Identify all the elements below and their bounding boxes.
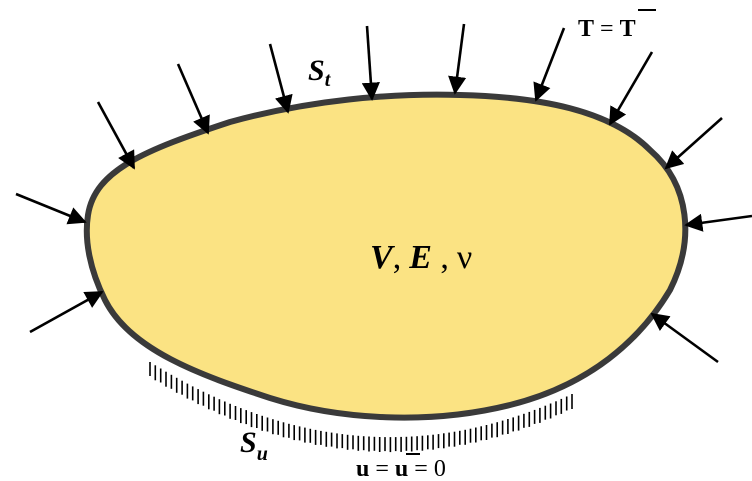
displacement-condition-label: u=u=0: [356, 456, 446, 481]
traction-arrow: [448, 23, 467, 95]
traction-arrow: [664, 117, 723, 170]
fixed-support-hatching: [149, 362, 573, 453]
traction-arrow: [96, 101, 136, 170]
displacement-surface-label: Su: [240, 426, 268, 465]
traction-arrow: [29, 290, 104, 334]
traction-arrow: [361, 25, 380, 101]
traction-arrow: [608, 51, 654, 126]
traction-arrow: [176, 63, 210, 135]
traction-arrow: [684, 213, 752, 232]
body-properties-label: V,E ,ν: [370, 239, 472, 276]
traction-arrow: [650, 312, 719, 364]
traction-condition-label: T=T: [578, 16, 636, 42]
traction-arrow: [268, 43, 293, 114]
elastic-body-region: [83, 91, 689, 421]
traction-surface-label: St: [308, 54, 332, 91]
traction-arrow: [15, 192, 87, 225]
traction-arrow: [533, 27, 566, 102]
applied-traction-arrows: [15, 23, 752, 364]
